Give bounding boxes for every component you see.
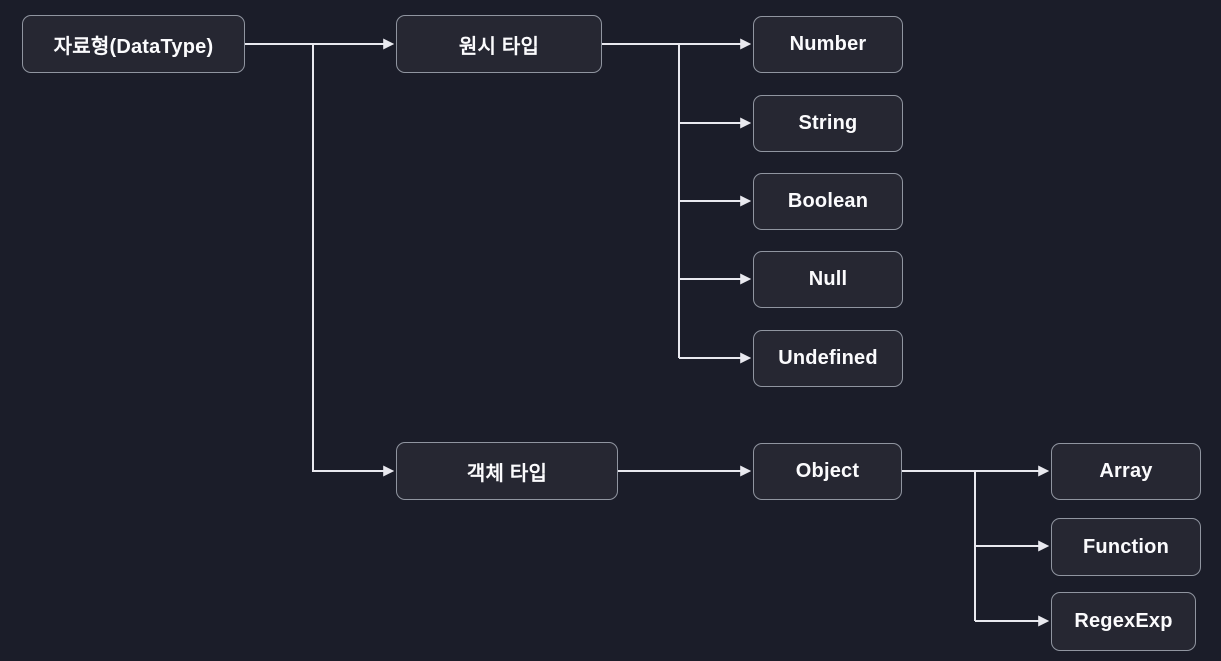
node-boolean-label: Boolean [787, 190, 869, 212]
node-undefined-label: Undefined [778, 347, 878, 369]
node-object-label: Object [795, 460, 860, 482]
node-array-label: Array [1099, 460, 1153, 482]
edge-root-objecttype [312, 44, 395, 477]
node-primitive-type-label: 원시 타입 [458, 35, 540, 58]
node-object: Object [753, 443, 902, 500]
node-number-label: Number [789, 33, 867, 55]
node-function: Function [1051, 518, 1201, 576]
node-regexexp: RegexExp [1051, 592, 1196, 651]
node-function-label: Function [1082, 535, 1170, 558]
node-null: Null [753, 251, 903, 308]
node-primitive-type: 원시 타입 [396, 15, 602, 73]
node-object-type-label: 객체 타입 [466, 462, 548, 485]
node-boolean: Boolean [753, 173, 903, 230]
node-regexexp-label: RegexExp [1074, 610, 1173, 632]
node-root-label: 자료형(DataType) [53, 35, 214, 58]
node-string: String [753, 95, 903, 152]
node-null-label: Null [808, 268, 848, 290]
node-object-type: 객체 타입 [396, 442, 618, 500]
node-number: Number [753, 16, 903, 73]
node-root: 자료형(DataType) [22, 15, 245, 73]
node-array: Array [1051, 443, 1201, 500]
node-undefined: Undefined [753, 330, 903, 387]
node-string-label: String [798, 112, 858, 134]
